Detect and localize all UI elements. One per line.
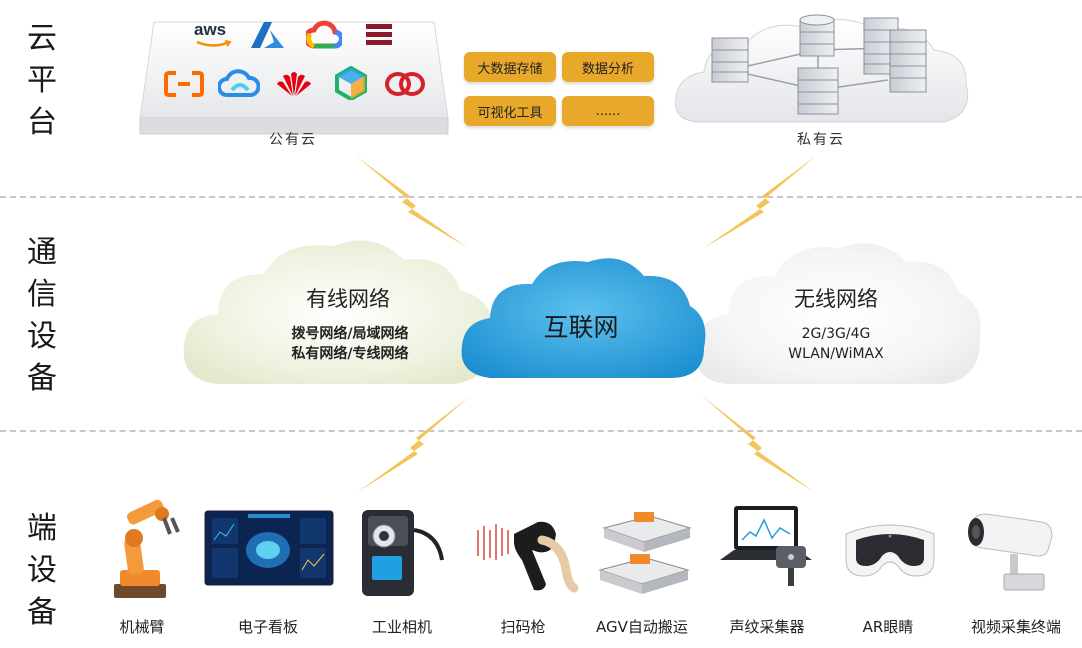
service-tile-visualization: 可视化工具 <box>464 96 556 126</box>
wired-network-line2: 私有网络/专线网络 <box>291 346 409 362</box>
service-tile-more-label: ...... <box>595 103 621 119</box>
layer-label-cloud-text: 云平台 <box>27 21 57 140</box>
jd-cloud-logo <box>335 66 367 100</box>
internet-title: 互联网 <box>543 313 619 342</box>
oracle-logo <box>366 24 392 45</box>
device-label-voiceprint: 声纹采集器 <box>729 618 805 636</box>
barcode-scanner-icon <box>477 521 579 593</box>
divider-bottom <box>0 430 1082 432</box>
layer-label-cloud: 云平台 <box>22 18 62 144</box>
wireless-network-line1: 2G/3G/4G <box>801 326 871 342</box>
wired-network-cloud <box>183 240 493 384</box>
lightning-bottom-right-icon <box>702 396 814 492</box>
device-label-barcode-scanner: 扫码枪 <box>500 618 546 636</box>
service-tile-analysis-label: 数据分析 <box>581 61 634 77</box>
google-cloud-logo <box>306 20 342 49</box>
wireless-network-cloud <box>695 243 981 384</box>
service-tile-storage: 大数据存储 <box>464 52 556 82</box>
agv-robot-icon <box>598 512 692 594</box>
service-tile-more: ...... <box>562 96 654 126</box>
device-label-robot-arm: 机械臂 <box>119 618 165 636</box>
lightning-bottom-left-icon <box>358 396 470 492</box>
lightning-top-left-icon <box>356 156 468 248</box>
voiceprint-collector-icon <box>720 506 812 586</box>
internet-cloud <box>461 258 706 378</box>
huawei-cloud-logo <box>277 72 311 96</box>
layer-label-network: 通信设备 <box>22 232 62 400</box>
service-tile-storage-label: 大数据存储 <box>477 61 543 77</box>
alibaba-cloud-logo <box>164 71 204 97</box>
layer-label-terminal-text: 端设备 <box>27 511 57 630</box>
ar-glasses-icon <box>845 524 935 577</box>
private-cloud-caption: 私有云 <box>797 132 845 148</box>
device-label-ar-glasses: AR眼睛 <box>862 618 914 636</box>
ucloud-logo <box>385 72 425 96</box>
tencent-cloud-logo <box>218 69 260 97</box>
service-tile-visualization-label: 可视化工具 <box>477 105 543 121</box>
robot-arm-icon <box>114 499 180 598</box>
wireless-network-title: 无线网络 <box>794 287 878 311</box>
device-label-industrial-camera: 工业相机 <box>371 618 432 636</box>
divider-top <box>0 196 1082 198</box>
lightning-top-right-icon <box>704 156 816 248</box>
device-label-dashboard: 电子看板 <box>237 618 298 636</box>
device-label-video-terminal: 视频采集终端 <box>970 618 1061 636</box>
wired-network-line1: 拨号网络/局域网络 <box>291 326 409 342</box>
private-cloud-graphic <box>674 14 969 123</box>
video-camera-icon <box>968 513 1053 591</box>
aws-logo-text: aws <box>194 20 227 39</box>
layer-label-terminal: 端设备 <box>22 508 62 634</box>
wireless-network-line2: WLAN/WiMAX <box>788 346 884 362</box>
industrial-camera-icon <box>362 510 444 596</box>
service-tile-analysis: 数据分析 <box>562 52 654 82</box>
device-label-agv: AGV自动搬运 <box>596 618 688 636</box>
azure-logo <box>251 22 284 48</box>
layer-label-network-text: 通信设备 <box>27 235 57 396</box>
aws-logo: aws <box>190 20 238 50</box>
wired-network-title: 有线网络 <box>306 287 390 311</box>
dashboard-screen-icon <box>204 510 334 586</box>
public-cloud-caption: 公有云 <box>269 132 317 148</box>
